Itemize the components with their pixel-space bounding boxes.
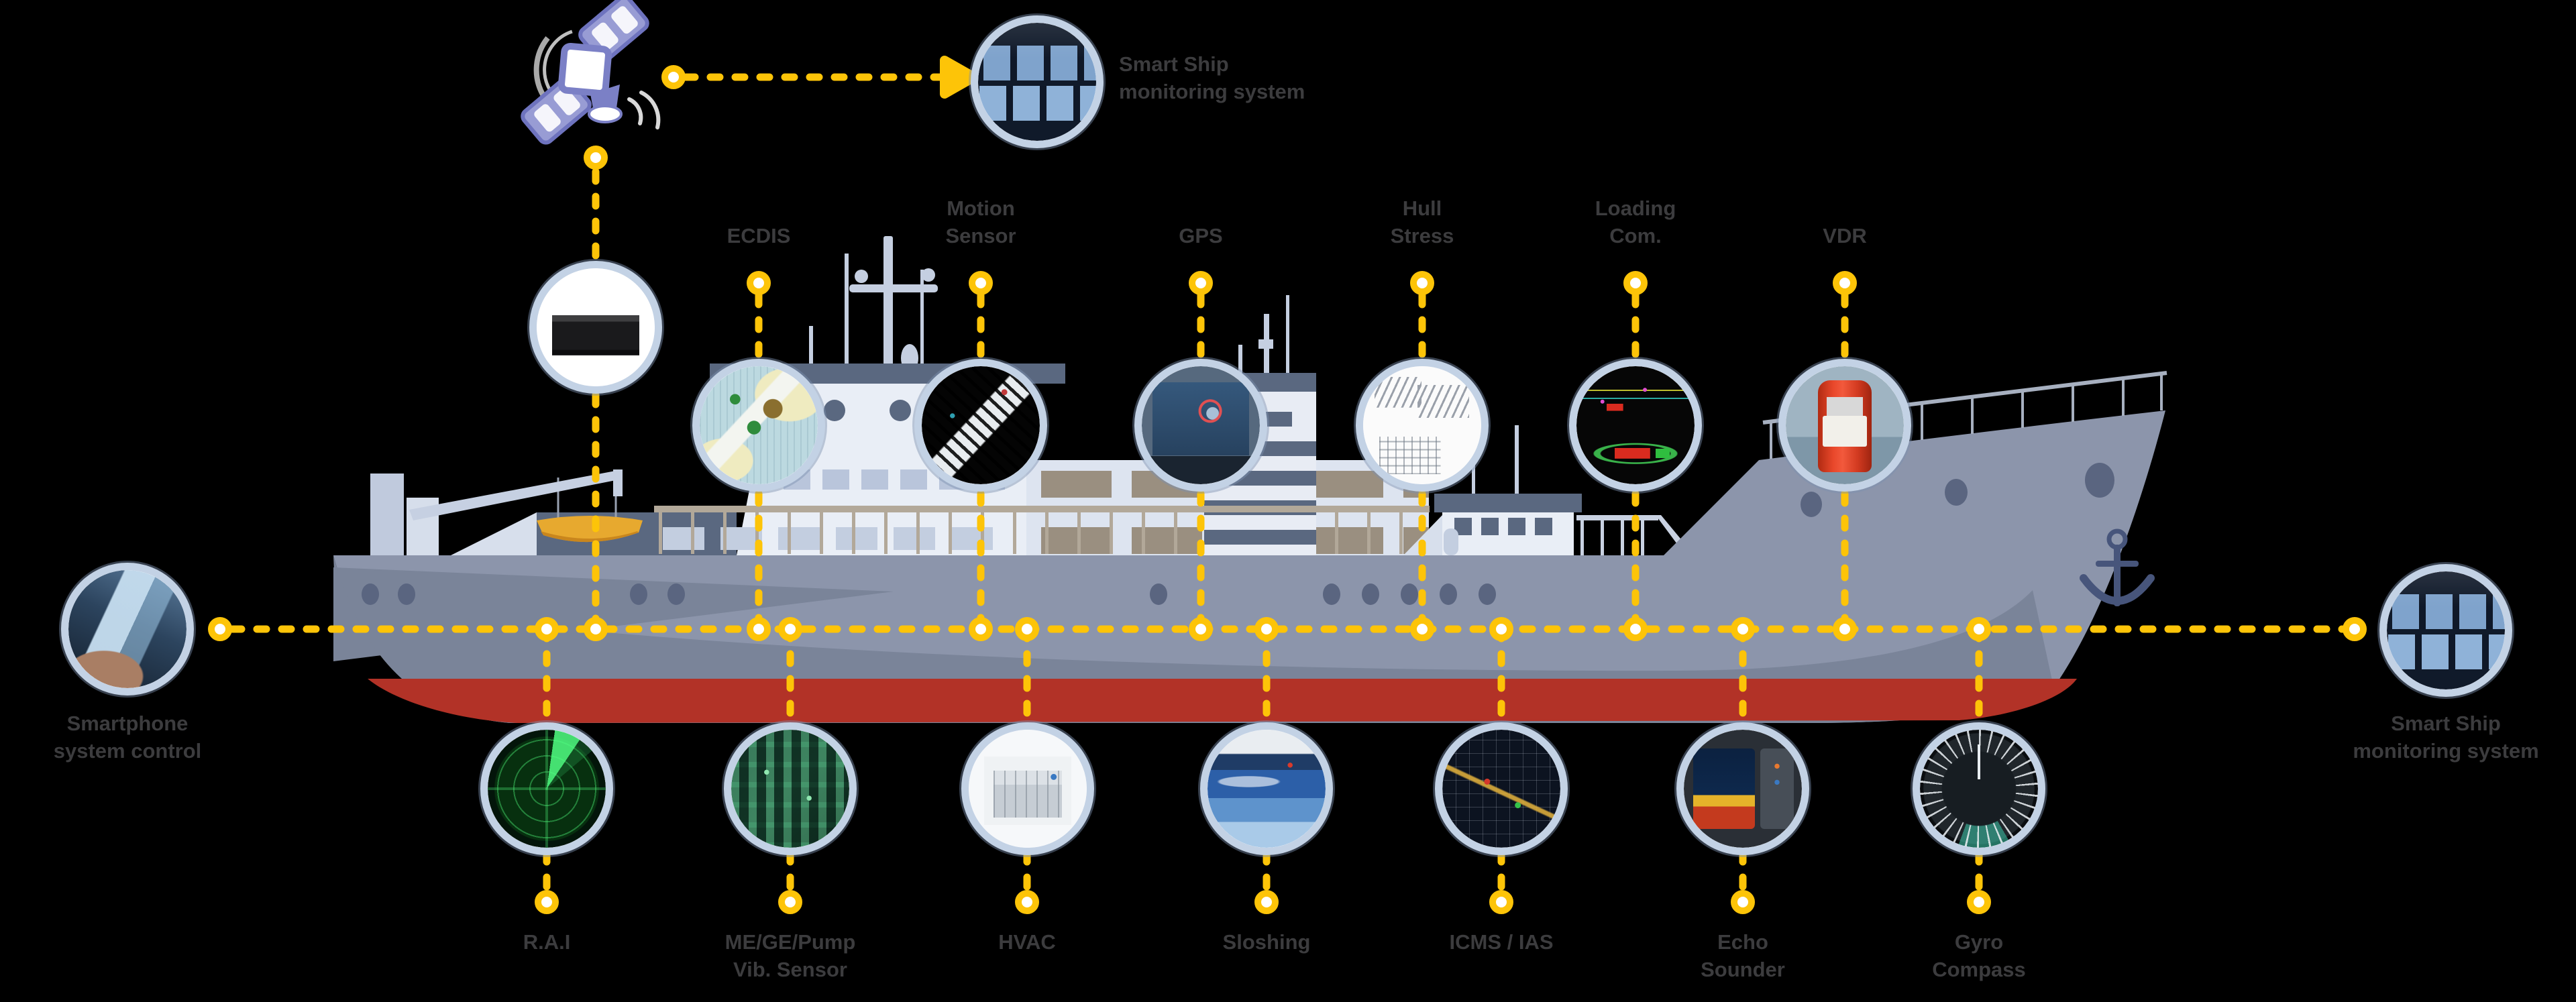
rai-label: R.A.I xyxy=(523,930,571,954)
hull xyxy=(333,371,2167,723)
vdr-capsule-icon xyxy=(1786,366,1904,484)
crane-boom xyxy=(409,469,623,520)
sloshing-label: Sloshing xyxy=(1222,930,1311,954)
hvac-circle xyxy=(961,722,1094,855)
motion-sensor-icon xyxy=(922,366,1040,484)
hull-red-band xyxy=(368,679,2077,723)
radar-icon xyxy=(488,730,606,848)
motion-sensor-circle xyxy=(914,359,1047,492)
echo-sounder-icon xyxy=(1684,730,1802,848)
deck-railing xyxy=(654,506,1430,554)
hvac-icon xyxy=(969,730,1087,848)
smartphone-label: Smartphone system control xyxy=(53,712,202,763)
vibration-sensor-icon xyxy=(731,730,849,848)
loading-com-circle xyxy=(1569,359,1702,492)
gps-circle xyxy=(1134,359,1267,492)
sloshing-tank-icon xyxy=(1208,730,1326,848)
connector-dots xyxy=(208,65,2367,914)
lifeboat xyxy=(537,516,643,543)
gyro-compass-icon xyxy=(1920,730,2038,848)
rai-circle xyxy=(480,722,613,855)
hull-stress-icon xyxy=(1363,366,1481,484)
anchor-icon xyxy=(2080,528,2155,606)
icms-ias-label: ICMS / IAS xyxy=(1449,930,1554,954)
top-monitoring-label-line1: Smart Ship xyxy=(1119,52,1229,76)
monitor-wall-icon xyxy=(978,23,1096,141)
icms-ias-circle xyxy=(1435,722,1568,855)
gps-plotter-icon xyxy=(1142,366,1260,484)
sloshing-circle xyxy=(1200,722,1333,855)
pilot-house xyxy=(1403,494,1582,555)
smartphone-circle xyxy=(61,563,194,695)
satellite-receiver-circle xyxy=(529,261,662,394)
top-monitoring-label-line2: monitoring system xyxy=(1119,80,1305,103)
arrowhead-icon xyxy=(940,56,979,99)
top-monitoring-circle xyxy=(971,15,1104,148)
icms-ias-icon xyxy=(1442,730,1560,848)
vdr-circle xyxy=(1778,359,1911,492)
vdr-label: VDR xyxy=(1823,224,1867,247)
gps-label: GPS xyxy=(1179,224,1223,247)
ecdis-circle xyxy=(692,359,825,492)
smartphone-icon xyxy=(68,570,186,688)
vib-sensor-circle xyxy=(724,722,857,855)
hvac-label: HVAC xyxy=(998,930,1056,954)
portholes xyxy=(362,463,2114,605)
top-monitoring-label: Smart Ship monitoring system xyxy=(1119,50,1305,105)
ecdis-chart-icon xyxy=(700,366,818,484)
echo-sounder-circle xyxy=(1676,722,1809,855)
satellite-icon xyxy=(521,0,661,145)
ecdis-label: ECDIS xyxy=(727,224,791,247)
mast-and-antennas xyxy=(809,236,1519,496)
satellite-receiver-icon xyxy=(537,268,655,386)
right-monitoring-circle xyxy=(2379,564,2512,697)
right-monitoring-label: Smart Ship monitoring system xyxy=(2353,712,2539,763)
loading-computer-icon xyxy=(1576,366,1695,484)
gyro-compass-circle xyxy=(1913,722,2045,855)
monitor-wall-icon xyxy=(2387,571,2505,689)
hull-stress-circle xyxy=(1356,359,1489,492)
